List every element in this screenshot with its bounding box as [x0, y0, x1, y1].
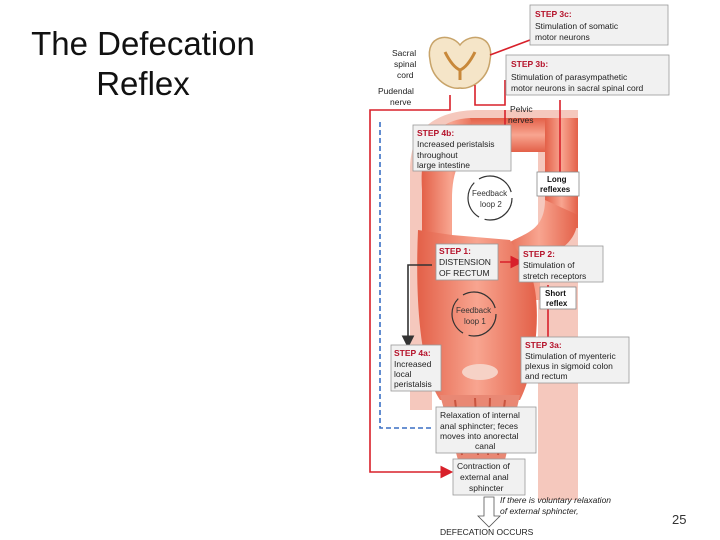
step-3b-box: STEP 3b: Stimulation of parasympathetic …	[505, 54, 670, 96]
step-2-box: STEP 2: Stimulation of stretch receptors	[518, 245, 604, 283]
somatic-motor-pathway	[489, 39, 531, 56]
step-4a-line3: peristalsis	[394, 379, 432, 389]
step-1-line1: DISTENSION	[439, 257, 491, 267]
step-3b-heading: STEP 3b:	[511, 59, 548, 69]
internal-sphincter-line3: moves into anorectal	[440, 431, 519, 441]
defecation-outcome: DEFECATION OCCURS	[440, 496, 534, 537]
step-3a-line1: Stimulation of myenteric	[525, 351, 616, 361]
pudendal-label-1: Pudendal	[378, 86, 414, 96]
step-4b-box: STEP 4b: Increased peristalsis throughou…	[412, 124, 512, 172]
internal-sphincter	[462, 364, 498, 380]
step-4a-heading: STEP 4a:	[394, 348, 431, 358]
title-line-1: The Defecation	[31, 25, 255, 62]
outcome-arrow	[477, 496, 501, 528]
step-4a-line2: local	[394, 369, 412, 379]
pudendal-nerve-pathway	[369, 95, 454, 479]
step-3c-line1: Stimulation of somatic	[535, 21, 619, 31]
short-reflex-line1: Short	[545, 289, 566, 298]
sensory-return-pathway	[379, 122, 432, 429]
pudendal-label-2: nerve	[390, 97, 412, 107]
sacral-label-3: cord	[397, 70, 414, 80]
step-3a-heading: STEP 3a:	[525, 340, 562, 350]
step-3b-line1: Stimulation of parasympathetic	[511, 72, 628, 82]
internal-sphincter-line4: canal	[475, 441, 495, 451]
step-1-box: STEP 1: DISTENSION OF RECTUM	[435, 243, 499, 281]
step4a-connector	[401, 264, 432, 349]
external-sphincter-box: Contraction of external anal sphincter	[452, 458, 526, 496]
feedback-loop-2-line1: Feedback	[472, 189, 508, 198]
step-4a-line1: Increased	[394, 359, 432, 369]
spinal-cord-illustration	[428, 36, 492, 89]
outcome-label: DEFECATION OCCURS	[440, 527, 534, 537]
long-reflexes-line1: Long	[547, 175, 567, 184]
step-1-line2: OF RECTUM	[439, 268, 490, 278]
voluntary-note-line1: If there is voluntary relaxation	[500, 495, 611, 505]
external-sphincter-line2: external anal	[460, 472, 509, 482]
step-3a-line3: and rectum	[525, 371, 568, 381]
pelvic-label-2: nerves	[508, 115, 534, 125]
slide-title: The Defecation Reflex	[18, 24, 268, 104]
feedback-loop-1-line1: Feedback	[456, 306, 492, 315]
step-4b-line1: Increased peristalsis	[417, 139, 494, 149]
step-3c-line2: motor neurons	[535, 32, 590, 42]
step-3a-box: STEP 3a: Stimulation of myenteric plexus…	[520, 336, 630, 384]
feedback-loop-1-line2: loop 1	[464, 317, 486, 326]
step-2-line2: stretch receptors	[523, 271, 586, 281]
long-reflexes-box: Long reflexes	[536, 171, 580, 197]
label-pudendal-nerve: Pudendal nerve	[378, 86, 414, 107]
title-line-2: Reflex	[96, 65, 190, 102]
short-reflex-box: Short reflex	[539, 286, 577, 310]
external-sphincter-line1: Contraction of	[457, 461, 511, 471]
feedback-loop-2-line2: loop 2	[480, 200, 502, 209]
internal-sphincter-box: Relaxation of internal anal sphincter; f…	[435, 406, 537, 454]
short-reflex-line2: reflex	[546, 299, 568, 308]
pelvic-label-1: Pelvic	[510, 104, 533, 114]
voluntary-note-line2: of external sphincter,	[500, 506, 578, 516]
label-pelvic-nerves: Pelvic nerves	[508, 104, 534, 125]
step-2-heading: STEP 2:	[523, 249, 555, 259]
label-sacral-spinal-cord: Sacral spinal cord	[392, 48, 416, 80]
sacral-label-2: spinal	[394, 59, 416, 69]
page-number: 25	[672, 512, 687, 527]
voluntary-relaxation-note: If there is voluntary relaxation of exte…	[500, 495, 611, 516]
step-3c-box: STEP 3c: Stimulation of somatic motor ne…	[529, 4, 669, 46]
step-1-heading: STEP 1:	[439, 246, 471, 256]
internal-sphincter-line2: anal sphincter; feces	[440, 421, 518, 431]
sacral-label-1: Sacral	[392, 48, 416, 58]
spinal-cord-shape	[428, 36, 492, 89]
step-4b-heading: STEP 4b:	[417, 128, 454, 138]
step-4a-box: STEP 4a: Increased local peristalsis	[390, 344, 442, 392]
long-reflexes-line2: reflexes	[540, 185, 571, 194]
step-4b-line2: throughout	[417, 150, 458, 160]
internal-sphincter-line1: Relaxation of internal	[440, 410, 520, 420]
step-3a-line2: plexus in sigmoid colon	[525, 361, 613, 371]
feedback-loop-1: Feedback loop 1	[451, 291, 497, 337]
external-sphincter-line3: sphincter	[469, 483, 504, 493]
parasympathetic-pathway	[474, 80, 506, 106]
gray-matter	[443, 51, 477, 80]
nerve-pathways	[369, 39, 561, 479]
step-4b-line3: large intestine	[417, 160, 470, 170]
step-3b-line2: motor neurons in sacral spinal cord	[511, 83, 644, 93]
step-2-line1: Stimulation of	[523, 260, 575, 270]
feedback-loop-2: Feedback loop 2	[467, 175, 513, 221]
step-3c-heading: STEP 3c:	[535, 9, 572, 19]
